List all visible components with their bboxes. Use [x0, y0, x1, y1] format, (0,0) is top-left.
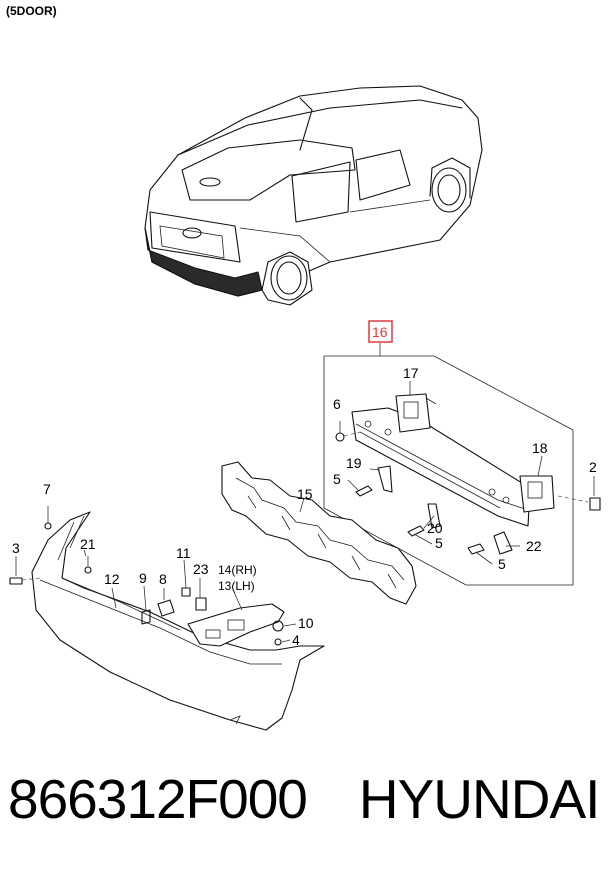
callout-7: 7 — [43, 481, 51, 497]
body-variant-label: (5DOOR) — [6, 4, 57, 18]
part-number: 866312F000 — [8, 768, 308, 830]
side-brackets — [9, 506, 285, 647]
bumper-reinforcement-beam — [351, 407, 531, 527]
callout-22: 22 — [526, 538, 542, 554]
callout-11: 11 — [176, 545, 191, 561]
callout-13-lh: 13(LH) — [218, 579, 255, 593]
callout-17: 17 — [403, 365, 419, 381]
callout-8: 8 — [159, 571, 167, 587]
callout-9: 9 — [139, 570, 147, 586]
callout-labels: 16 17 6 18 2 19 5 15 20 5 22 5 7 21 3 11… — [12, 324, 597, 648]
reinforcement-assembly-frame — [323, 320, 574, 586]
vehicle-illustration — [144, 85, 483, 306]
callout-12: 12 — [104, 571, 120, 587]
fasteners — [335, 421, 601, 565]
callout-20: 20 — [427, 520, 443, 536]
callout-2: 2 — [589, 459, 597, 475]
leader-lines — [83, 381, 543, 643]
bracket-18 — [519, 475, 555, 513]
callout-10: 10 — [298, 615, 314, 631]
bracket-17 — [395, 393, 437, 433]
callout-15: 15 — [297, 486, 313, 502]
callout-21: 21 — [80, 536, 96, 552]
callout-23: 23 — [193, 561, 209, 577]
callout-16: 16 — [372, 324, 388, 340]
callout-6: 6 — [333, 396, 341, 412]
callout-4: 4 — [292, 632, 300, 648]
callout-3: 3 — [12, 540, 20, 556]
callout-14-rh: 14(RH) — [218, 563, 257, 577]
callout-5b: 5 — [435, 535, 443, 551]
callout-5c: 5 — [498, 556, 506, 572]
callout-18: 18 — [532, 440, 548, 456]
callout-16-highlight-box — [368, 320, 393, 343]
callout-5a: 5 — [333, 471, 341, 487]
brand-name: HYUNDAI — [358, 768, 601, 830]
callout-19: 19 — [346, 455, 362, 471]
energy-absorber-15 — [221, 461, 417, 605]
rear-bumper-cover-12 — [31, 511, 325, 731]
